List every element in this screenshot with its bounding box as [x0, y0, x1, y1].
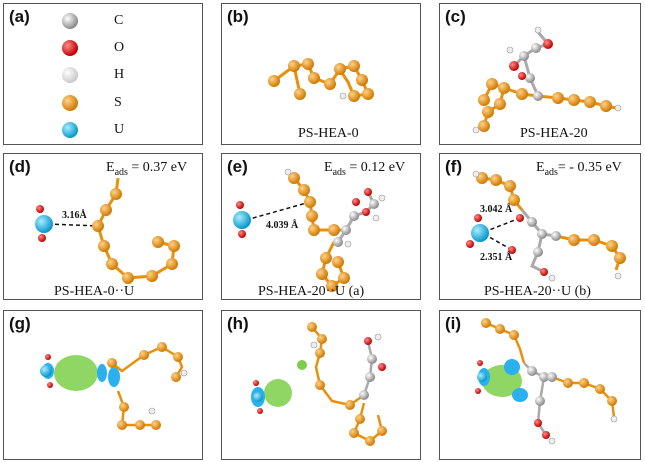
distance-label-f-2: 2.351 Å — [480, 252, 513, 263]
legend-u-atom — [62, 122, 78, 138]
panel-d: (d) Eads = 0.37 eV 3.16Å PS-HEA-0··U — [3, 153, 203, 300]
energy-e: Eads = 0.12 eV — [324, 160, 406, 178]
legend-atoms — [62, 13, 78, 138]
charge-density-h — [251, 322, 387, 446]
panel-label-e: (e) — [227, 157, 248, 176]
panel-label-f: (f) — [445, 157, 462, 176]
caption-b: PS-HEA-0 — [298, 126, 359, 141]
caption-f: PS-HEA-20··U (b) — [484, 284, 591, 299]
caption-d: PS-HEA-0··U — [54, 284, 135, 299]
legend-u-label: U — [114, 122, 125, 137]
legend-s-atom — [62, 95, 78, 111]
distance-label-f-1: 3.042 Å — [480, 204, 513, 215]
caption-c: PS-HEA-20 — [520, 126, 588, 141]
molecule-ps-hea-0 — [268, 58, 374, 102]
molecule-ps-hea-20-u-a — [233, 168, 386, 292]
panel-g: (g) — [3, 310, 203, 460]
panel-b: (b) PS-HEA-0 — [221, 3, 421, 145]
panel-label-g: (g) — [9, 314, 31, 333]
legend-o-label: O — [114, 40, 125, 55]
energy-f: Eads= - 0.35 eV — [536, 160, 622, 178]
panel-i: (i) — [439, 310, 641, 460]
panel-a: (a) C O H S U — [3, 3, 203, 145]
caption-e: PS-HEA-20··U (a) — [258, 284, 365, 299]
panel-label-h: (h) — [227, 314, 249, 333]
legend-s-label: S — [114, 95, 122, 110]
panel-label-b: (b) — [227, 7, 249, 26]
panel-h: (h) — [221, 310, 421, 460]
charge-density-i — [475, 318, 618, 445]
molecule-ps-hea-0-u — [35, 177, 180, 284]
panel-label-c: (c) — [445, 7, 466, 26]
distance-label-e: 4.039 Å — [266, 220, 299, 231]
legend-h-label: H — [114, 67, 125, 82]
charge-density-g — [40, 342, 188, 430]
panel-label-a: (a) — [9, 7, 30, 26]
panel-label-i: (i) — [445, 314, 462, 333]
panel-c: (c) PS-HEA-20 — [439, 3, 641, 145]
panel-e: (e) Eads = 0.12 eV 4.039 Å PS-HEA-20··U … — [221, 153, 421, 300]
legend-h-atom — [62, 67, 78, 83]
legend-c-label: C — [114, 13, 124, 28]
legend-o-atom — [62, 40, 78, 56]
legend-c-atom — [62, 13, 78, 29]
panel-label-d: (d) — [9, 157, 31, 176]
distance-label-d: 3.16Å — [62, 210, 87, 221]
panel-f: (f) Eads= - 0.35 eV 3.042 Å 2.351 Å PS-H… — [439, 153, 641, 300]
energy-d: Eads = 0.37 eV — [106, 160, 188, 178]
molecule-ps-hea-20-u-b — [466, 170, 626, 282]
molecule-ps-hea-20 — [472, 26, 622, 134]
